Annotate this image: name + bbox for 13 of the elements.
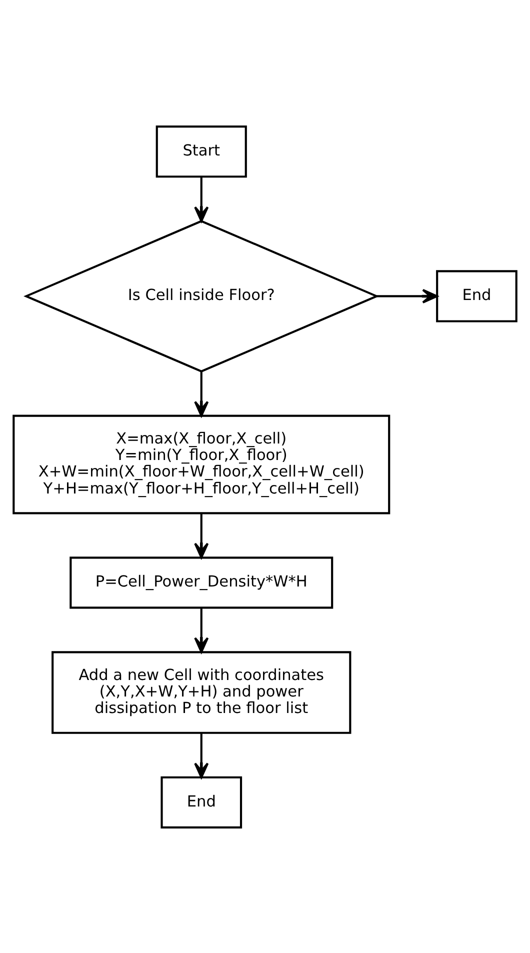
- node-box: X=max(X_floor,X_cell) Y=min(Y_floor,X_floor) X+W=min(X_floor+W_floor,X_cell+W_cell) Y+H=max(Y_floor+H_floor,Y_cell+H_cell): [12, 414, 390, 514]
- node-box: Start: [156, 125, 247, 178]
- node-box: Add a new Cell with coordinates (X,Y,X+W,Y+H) and power dissipation P to the floor list: [52, 650, 352, 734]
- node-box: P=Cell_Power_Density*W*H: [70, 556, 334, 608]
- arrow: [194, 513, 209, 558]
- arrow: [194, 607, 209, 652]
- node-diamond: Is Cell inside Floor?: [24, 220, 380, 372]
- node-box: End: [436, 270, 518, 322]
- node-box: End: [160, 776, 242, 828]
- arrow: [194, 371, 209, 416]
- arrow: [376, 288, 438, 304]
- arrow: [194, 732, 209, 778]
- arrow: [194, 176, 209, 222]
